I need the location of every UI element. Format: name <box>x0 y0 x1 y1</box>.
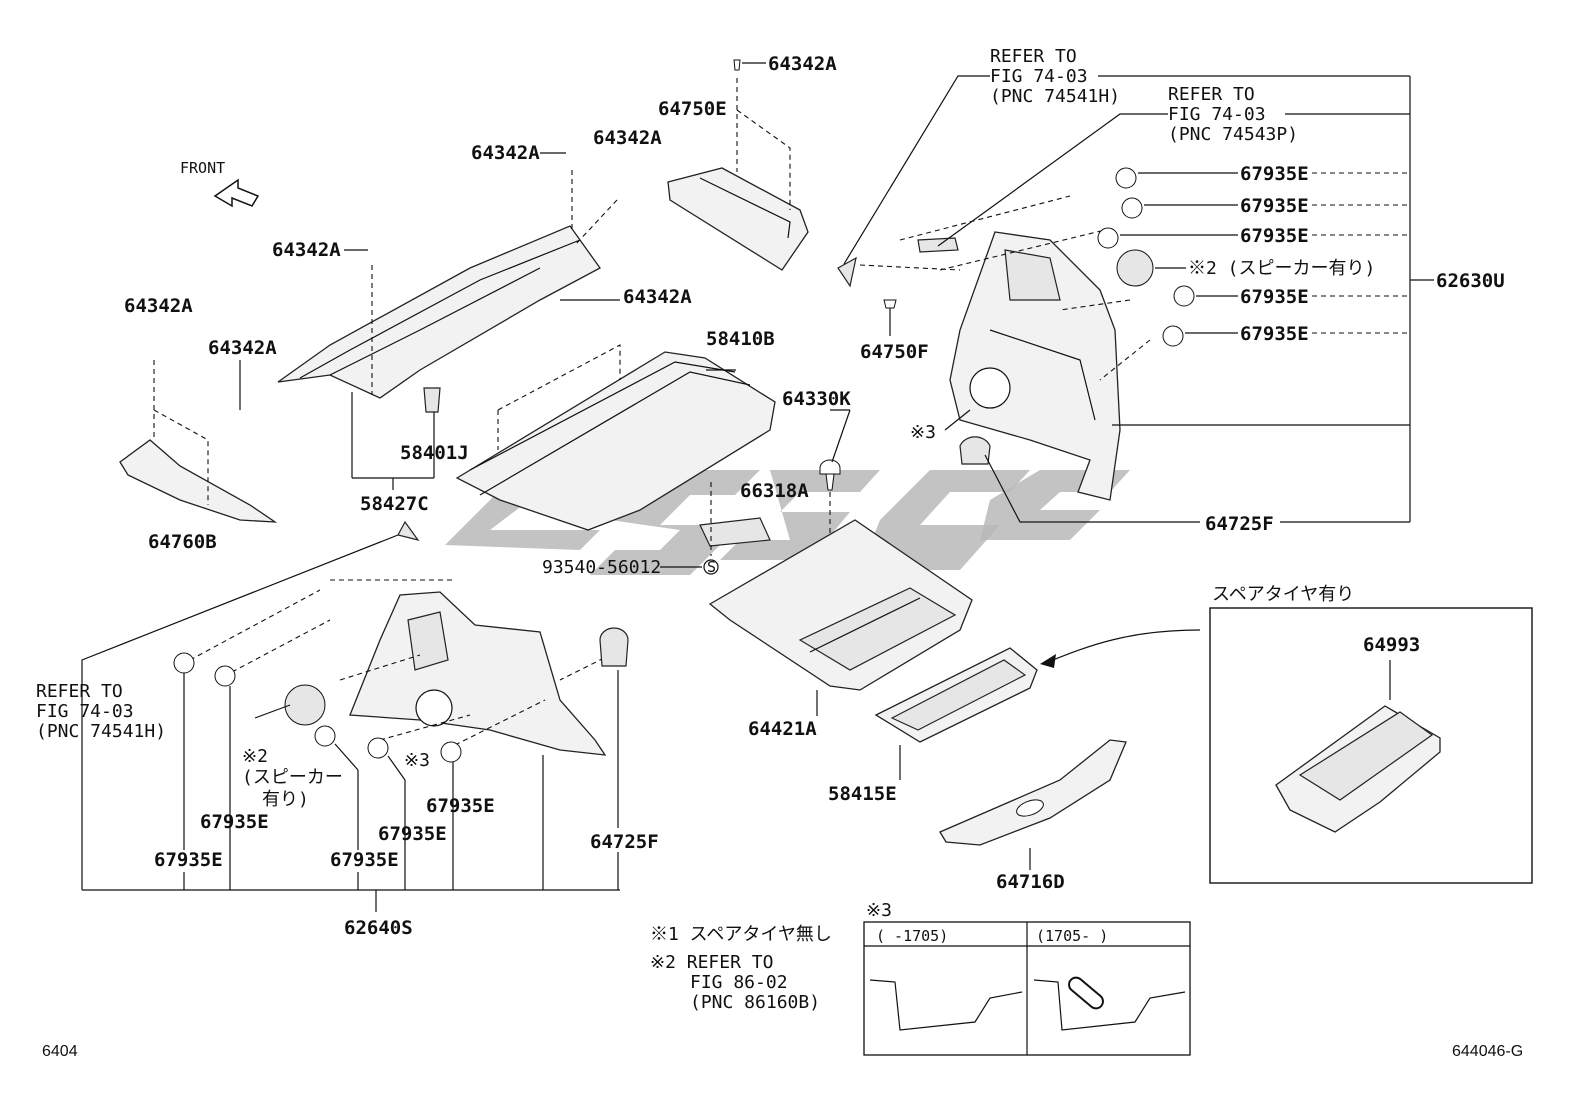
label-64330K: 64330K <box>782 388 851 410</box>
label-67935E-r3: 67935E <box>1240 225 1309 247</box>
ref1-line-c: (PNC 74541H) <box>990 86 1120 107</box>
label-67935E-r4: 67935E <box>1240 286 1309 308</box>
label-64342A-7: 64342A <box>623 286 692 308</box>
label-64993: 64993 <box>1363 634 1420 656</box>
label-64750E: 64750E <box>658 98 727 120</box>
part-64716D <box>939 739 1127 870</box>
inset-mark: ※3 <box>866 900 892 921</box>
label-64342A-top: 64342A <box>768 53 837 75</box>
mark3-left: ※3 <box>404 750 430 771</box>
label-64716D: 64716D <box>996 871 1065 893</box>
legend-2-b: FIG 86-02 <box>690 972 788 993</box>
legend-1: ※1 スペアタイヤ無し <box>650 924 832 945</box>
label-62630U: 62630U <box>1436 270 1505 292</box>
label-67935E-r5: 67935E <box>1240 323 1309 345</box>
inset-col-2: (1705- ) <box>1036 927 1108 945</box>
part-58410B <box>455 344 776 531</box>
clip-74541H <box>837 256 857 288</box>
mark3-right: ※3 <box>910 422 936 443</box>
speaker-note-left-2: 有り) <box>262 789 309 810</box>
ref1-line-b: FIG 74-03 <box>990 66 1088 87</box>
label-67935E-l5: 67935E <box>426 795 495 817</box>
svg-text:S: S <box>707 558 716 576</box>
corner-right: 644046-G <box>1452 1043 1523 1060</box>
part-58427C-rail <box>277 170 618 490</box>
speaker-note-left-1: (スピーカー <box>242 767 343 788</box>
label-62640S: 62640S <box>344 917 413 939</box>
spare-tire-box <box>1209 607 1533 884</box>
speaker-icon-left <box>284 684 326 726</box>
arrow-icon <box>213 178 260 208</box>
spare-tire-yes-note: スペアタイヤ有り <box>1212 584 1354 605</box>
label-67935E-l4: 67935E <box>378 823 447 845</box>
ref1-line-a: REFER TO <box>990 46 1077 67</box>
label-64342A-4: 64342A <box>272 239 341 261</box>
speaker-note-right: ※2 (スピーカー有り) <box>1188 258 1375 279</box>
label-64342A-6: 64342A <box>124 295 193 317</box>
mark2-left: ※2 <box>242 746 268 767</box>
part-64760B <box>119 360 278 523</box>
legend-2-c: (PNC 86160B) <box>690 992 820 1013</box>
ref2-line-b: FIG 74-03 <box>1168 104 1266 125</box>
label-58427C: 58427C <box>360 493 429 515</box>
screw-symbol-icon <box>703 559 719 575</box>
ref2-line-c: (PNC 74543P) <box>1168 124 1298 145</box>
label-64750F: 64750F <box>860 341 929 363</box>
label-67935E-l1: 67935E <box>200 811 269 833</box>
speaker-icon <box>1116 249 1154 287</box>
label-93540-56012: 93540-56012 <box>542 557 661 578</box>
inset-mark3: ※3 ( -1705) (1705- ) <box>863 900 1191 1056</box>
bracket-62640S <box>82 670 620 912</box>
label-67935E-l2: 67935E <box>154 849 223 871</box>
label-64342A-5: 64342A <box>208 337 277 359</box>
part-62630U-right-panel <box>859 195 1151 501</box>
spare-arrow <box>1047 629 1201 663</box>
label-67935E-r2: 67935E <box>1240 195 1309 217</box>
ref3-line-c: (PNC 74541H) <box>36 721 166 742</box>
ref3-line-a: REFER TO <box>36 681 123 702</box>
bracket-62630U <box>984 75 1434 523</box>
label-58415E: 58415E <box>828 783 897 805</box>
part-64421A <box>708 519 973 716</box>
label-64342A-3: 64342A <box>593 127 662 149</box>
label-64421A: 64421A <box>748 718 817 740</box>
part-64993 <box>1275 660 1441 833</box>
inset-col-1: ( -1705) <box>876 927 948 945</box>
label-58410B: 58410B <box>706 328 775 350</box>
corner-left: 6404 <box>42 1043 78 1060</box>
label-64342A-2: 64342A <box>471 142 540 164</box>
label-64725F-right: 64725F <box>1205 513 1274 535</box>
ref3-line-b: FIG 74-03 <box>36 701 134 722</box>
front-arrow: FRONT <box>180 159 260 208</box>
part-64750E <box>667 59 809 271</box>
label-64760B: 64760B <box>148 531 217 553</box>
label-67935E-l3: 67935E <box>330 849 399 871</box>
ref2-line-a: REFER TO <box>1168 84 1255 105</box>
label-66318A: 66318A <box>740 480 809 502</box>
label-58401J: 58401J <box>400 442 469 464</box>
part-62640S-left-panel <box>189 579 629 756</box>
label-64725F-left: 64725F <box>590 831 659 853</box>
label-67935E-r1: 67935E <box>1240 163 1309 185</box>
clip-74541H-left <box>397 520 420 541</box>
part-58415E <box>874 647 1038 780</box>
right-clips <box>1097 167 1410 347</box>
clip-74543P <box>917 237 959 253</box>
legend-2-a: ※2 REFER TO <box>650 952 773 973</box>
front-label: FRONT <box>180 159 225 177</box>
part-66318A <box>699 482 771 556</box>
